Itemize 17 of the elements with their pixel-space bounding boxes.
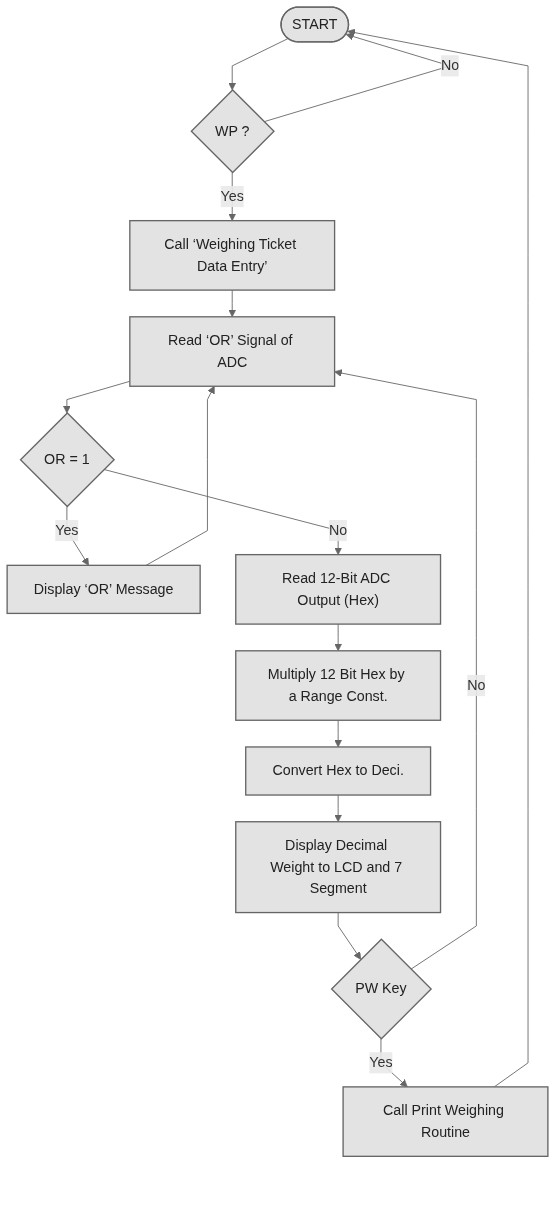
node-box: Multiply 12 Bit Hex by a Range Const. xyxy=(235,650,442,721)
edge-label: Yes xyxy=(369,1054,393,1070)
node-diamond: OR = 1 xyxy=(19,412,116,508)
edge-label: Yes xyxy=(220,188,244,204)
node-diamond: PW Key xyxy=(330,938,433,1040)
node-box: Read 12-Bit ADC Output (Hex) xyxy=(235,554,442,625)
node-box: Read ‘OR’ Signal of ADC xyxy=(129,316,336,387)
node-diamond: WP ? xyxy=(190,88,275,174)
edge-label: No xyxy=(329,522,348,538)
node-box: Display ‘OR’ Message xyxy=(6,564,201,615)
edge-label: Yes xyxy=(55,522,79,538)
node-box: Call ‘Weighing Ticket Data Entry’ xyxy=(129,220,336,291)
node-box: Convert Hex to Deci. xyxy=(245,746,432,796)
node-box: Call Print Weighing Routine xyxy=(342,1086,549,1157)
edge-label: No xyxy=(440,57,460,74)
node-box: Display Decimal Weight to LCD and 7 Segment xyxy=(235,821,442,914)
edge-label: No xyxy=(467,677,486,693)
